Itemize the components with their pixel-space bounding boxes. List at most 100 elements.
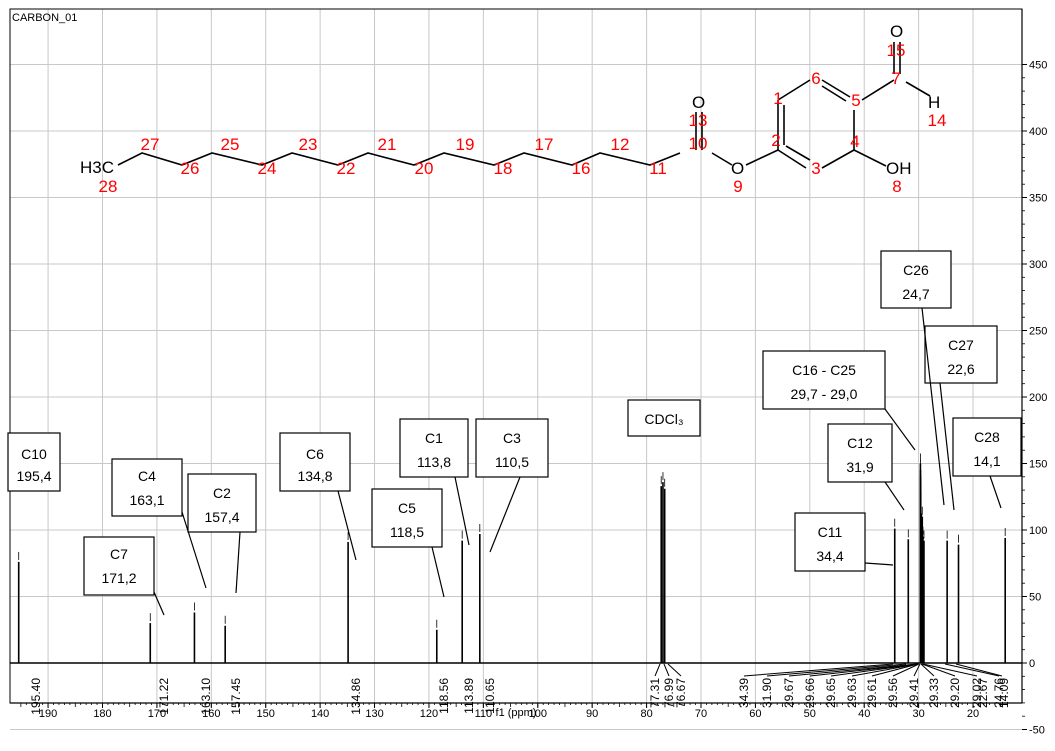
atom-number-19: 19 (456, 135, 475, 154)
x-tick-label: 30 (912, 708, 924, 720)
callout-pointers (153, 307, 1002, 616)
spectrum-peaks (17, 453, 1006, 663)
callout-shift: 118,5 (390, 524, 424, 540)
atom-number-3: 3 (811, 159, 820, 178)
x-tick-label: 60 (749, 708, 761, 720)
ester-oxygen: O (731, 159, 744, 178)
x-tick-label: 40 (858, 708, 870, 720)
callout-label: C5 (398, 500, 416, 516)
atom-number-10: 10 (689, 134, 708, 153)
callout-shift: 134,8 (297, 468, 332, 484)
callout-shift: 22,6 (947, 361, 974, 377)
atom-number-9: 9 (733, 177, 742, 196)
peak-shift-label: 157.45 (229, 678, 243, 715)
leader-29-41 (913, 663, 921, 677)
callout-label: C11 (818, 524, 843, 540)
leader-29-56 (892, 663, 920, 677)
callout-label: C1 (425, 430, 443, 446)
x-tick-label: 80 (640, 708, 652, 720)
x-tick-label: 20 (967, 708, 979, 720)
atom-number-22: 22 (337, 159, 356, 178)
y-tick-label: 350 (1029, 193, 1047, 205)
peak-shift-label: 171.22 (157, 678, 171, 715)
y-tick-label: 50 (1029, 592, 1041, 604)
peak-shift-label: 118.56 (437, 678, 451, 714)
peak-shift-label: 14.09 (997, 678, 1011, 708)
x-axis-label: f1 (ppm) (496, 707, 537, 719)
atom-number-6: 6 (811, 69, 820, 88)
peak-shift-label: 134.86 (349, 678, 363, 715)
pointer-c27 (939, 382, 955, 511)
callout-c11: C11 34,4 (794, 512, 866, 572)
ester-bond-o9-c2 (745, 149, 779, 166)
atom-number-11: 11 (649, 159, 667, 178)
leader-29-63 (851, 663, 919, 677)
aldehyde-hydrogen: H (928, 93, 940, 112)
callout-shift: 24,7 (902, 286, 929, 302)
pointer-c28 (989, 475, 1002, 509)
callout-label: CDCl₃ (644, 411, 683, 427)
callout-label: C16 - C25 (792, 362, 856, 378)
leader-31-90 (766, 663, 907, 677)
peak-shift-label: 29.56 (886, 678, 900, 708)
atom-number-13: 13 (689, 111, 708, 130)
callout-shift: 29,7 - 29,0 (791, 386, 858, 402)
callout-label: C2 (213, 485, 231, 501)
pointer-c6 (337, 490, 357, 561)
peak-shift-label: 34.39 (737, 678, 751, 708)
x-tick-label: 120 (420, 708, 438, 720)
x-tick-label: 140 (311, 708, 329, 720)
callout-c16-c25: C16 - C25 29,7 - 29,0 (762, 350, 886, 410)
callout-cdcl3: CDCl₃ (627, 399, 701, 437)
callout-shift: 34,4 (816, 548, 843, 564)
pointer-c3 (489, 476, 521, 553)
callout-c7: C7 171,2 (83, 536, 155, 596)
atom-number-1: 1 (773, 89, 782, 108)
pointer-c7 (153, 591, 165, 616)
callout-c10: C10 195,4 (7, 432, 61, 492)
atom-number-26: 26 (181, 159, 200, 178)
peak-shift-label: 113.89 (462, 678, 476, 714)
pointer-c2 (235, 531, 241, 594)
atom-number-28: 28 (99, 177, 118, 196)
leader-29-20 (921, 663, 956, 677)
pointer-c11 (864, 562, 894, 566)
y-tick-label: -50 (1029, 725, 1045, 737)
callout-c1: C1 113,8 (399, 418, 469, 478)
bond-c7-h14 (905, 81, 931, 97)
pointer-c16-c25 (884, 408, 916, 451)
peak-shift-label: 24.76 (992, 678, 1006, 708)
callout-shift: 31,9 (846, 459, 873, 475)
pointer-c1 (454, 476, 470, 546)
x-tick-label: 50 (804, 708, 816, 720)
peak-shift-label: 29.02 (970, 678, 984, 708)
peak-shift-label: 29.66 (803, 678, 817, 708)
structure-atom-numbers: 1 2 3 4 5 6 7 8 9 10 11 12 13 14 15 16 1… (99, 41, 947, 196)
bond-c4-oh (853, 149, 887, 167)
peak-shift-label: 31.90 (760, 678, 774, 708)
peak-shift-label: 29.63 (845, 678, 859, 708)
pointer-c4 (181, 511, 207, 589)
leader-24-76 (944, 663, 1000, 677)
y-tick-label: 150 (1029, 459, 1047, 471)
callout-label: C26 (903, 262, 929, 278)
pointer-c26 (921, 307, 945, 506)
x-tick-label: 70 (695, 708, 707, 720)
x-tick-label: 130 (365, 708, 383, 720)
callout-shift: 110,5 (495, 454, 529, 470)
methyl-h: H3C (80, 158, 114, 177)
carbonyl-oxygen: O (692, 93, 705, 112)
bond-c5-c7 (861, 79, 895, 101)
y-tick-label: 0 (1029, 658, 1035, 670)
callout-c5: C5 118,5 (371, 488, 443, 548)
peak-shift-label: 110.65 (483, 678, 497, 714)
atom-number-5: 5 (851, 91, 860, 110)
x-tick-label: 110 (475, 708, 493, 720)
peak-shift-label: 163.10 (199, 678, 213, 715)
callout-c27: C27 22,6 (924, 325, 998, 384)
x-tick-label: 190 (39, 708, 57, 720)
y-tick-label: 400 (1029, 126, 1047, 138)
leader-29-61 (871, 663, 919, 677)
